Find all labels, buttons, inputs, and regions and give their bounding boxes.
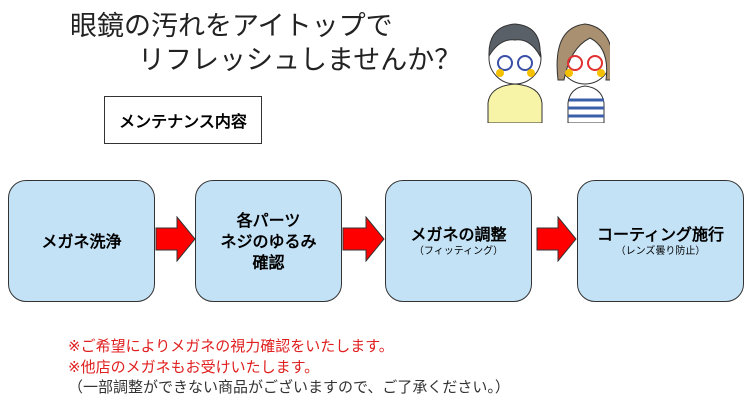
arrow-right-icon <box>536 216 577 262</box>
step-parts-check: 各パーツ ネジのゆるみ 確認 <box>195 180 342 302</box>
step-label: メガネ洗浄 <box>41 231 122 251</box>
step-label: メガネの調整 <box>410 224 507 244</box>
step-label: ネジのゆるみ <box>220 231 317 251</box>
title-line-1: 眼鏡の汚れをアイトップで <box>70 11 393 42</box>
step-sub: （レンズ曇り防止） <box>615 245 706 257</box>
step-label: 各パーツ <box>236 210 301 230</box>
note-vision-check: ※ご希望によりメガネの視力確認をいたします。 <box>68 337 394 355</box>
step-label: コーティング施行 <box>596 224 725 244</box>
step-label: 確認 <box>252 252 285 272</box>
title-line-2: リフレッシュしませんか？ <box>138 45 462 76</box>
step-fitting: メガネの調整 （フィッティング） <box>385 180 532 302</box>
section-label: メンテナンス内容 <box>104 96 262 144</box>
step-sub: （フィッティング） <box>413 245 504 257</box>
note-disclaimer: （一部調整ができない商品がございますので、ご了承ください。） <box>68 378 510 396</box>
step-coating: コーティング施行 （レンズ曇り防止） <box>577 180 744 302</box>
arrow-right-icon <box>342 216 385 262</box>
arrow-right-icon <box>155 216 196 262</box>
step-cleaning: メガネ洗浄 <box>8 180 155 302</box>
note-other-store: ※他店のメガネもお受けいたします。 <box>68 358 320 376</box>
couple-illustration <box>487 23 610 123</box>
